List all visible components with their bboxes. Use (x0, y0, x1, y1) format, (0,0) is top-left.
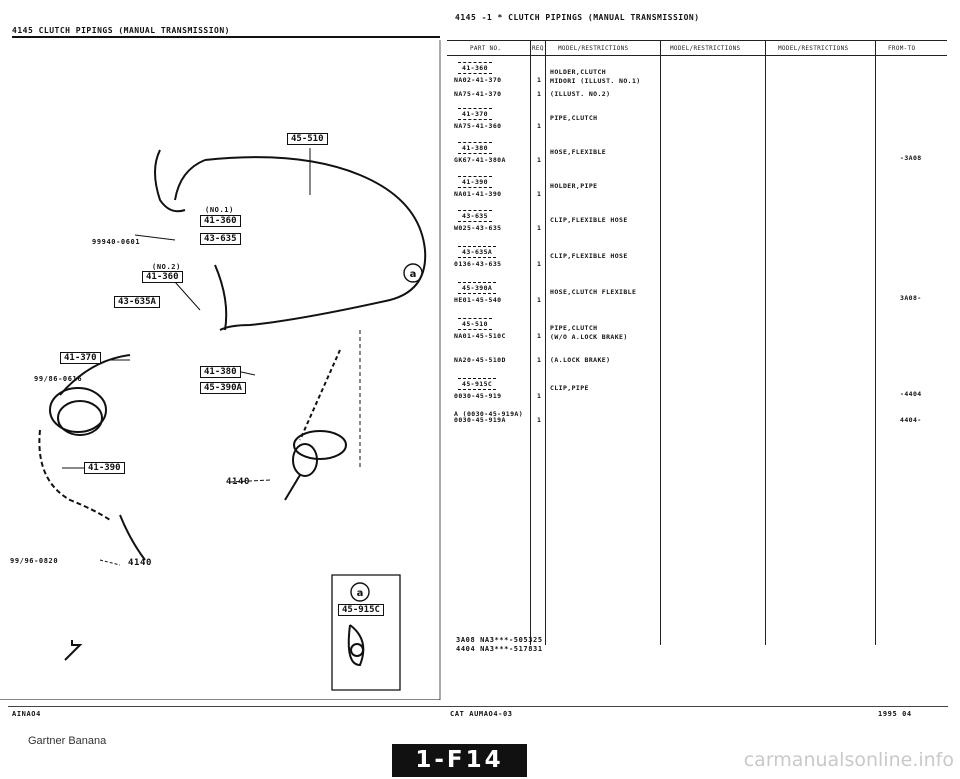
callout-41-370: 41-370 (60, 352, 101, 364)
col-header-part-no: PART NO. (470, 45, 502, 52)
callout-41-380: 41-380 (200, 366, 241, 378)
description: PIPE,CLUTCH (550, 324, 598, 332)
callout-43-635: 43-635 (200, 233, 241, 245)
part-number: NA02-41-370 (454, 76, 502, 84)
col-divider-3 (660, 40, 661, 645)
from-to: 4404- (900, 416, 922, 424)
col-divider-4 (765, 40, 766, 645)
callout-41-390: 41-390 (84, 462, 125, 474)
part-number: 0136-43-635 (454, 260, 502, 268)
part-number: 0030-45-919 (454, 392, 502, 400)
quantity: 1 (537, 156, 542, 164)
part-number: GK67-41-380A (454, 156, 506, 164)
footnote-4404: 4404 NA3***-517831 (456, 645, 543, 653)
from-to: -3A08 (900, 154, 922, 162)
watermark: carmanualsonline.info (743, 749, 954, 771)
description: (ILLUST. NO.2) (550, 90, 611, 98)
marker-a-2: a (357, 588, 364, 599)
quantity: 1 (537, 224, 542, 232)
ref-number-box: 41-360 (458, 62, 492, 74)
col-divider-5 (875, 40, 876, 645)
part-number: A (0030-45-919A) (454, 410, 524, 418)
description-sub: MIDORI (ILLUST. NO.1) (550, 77, 641, 85)
ref-number-box: 45-390A (458, 282, 497, 294)
quantity: 1 (537, 356, 542, 364)
from-to: -4404 (900, 390, 922, 398)
part-number: NA75-41-360 (454, 122, 502, 130)
col-divider-1 (530, 40, 531, 645)
quantity: 1 (537, 296, 542, 304)
credit-text: Gartner Banana (28, 735, 107, 747)
col-divider-2 (545, 40, 546, 645)
table-top-rule (447, 40, 947, 41)
from-to: 3A08- (900, 294, 922, 302)
col-header-model-1: MODEL/RESTRICTIONS (558, 45, 629, 52)
part-label-99940: 99940-0601 (92, 238, 141, 246)
ref-4140-a: 4140 (226, 477, 251, 487)
quantity: 1 (537, 332, 542, 340)
description: CLIP,FLEXIBLE HOSE (550, 252, 628, 260)
description: HOLDER,PIPE (550, 182, 598, 190)
description-sub: (W/O A.LOCK BRAKE) (550, 333, 628, 341)
callout-45-390a: 45-390A (200, 382, 246, 394)
description: HOSE,CLUTCH FLEXIBLE (550, 288, 637, 296)
description: HOSE,FLEXIBLE (550, 148, 607, 156)
footnote-3a08: 3A08 NA3***-505325 (456, 636, 543, 644)
part-label-9986: 99/86-0616 (34, 375, 83, 383)
clutch-piping-diagram: a a (0, 40, 441, 700)
footer-rule (8, 706, 948, 707)
part-number: NA01-45-510C (454, 332, 506, 340)
callout-41-360: 41-360 (200, 215, 241, 227)
part-number: HE01-45-540 (454, 296, 502, 304)
callout-43-635a: 43-635A (114, 296, 160, 308)
quantity: 1 (537, 190, 542, 198)
ref-4140-b: 4140 (128, 558, 153, 568)
col-header-from-to: FROM-TO (888, 45, 916, 52)
description: (A.LOCK BRAKE) (550, 356, 611, 364)
quantity: 1 (537, 122, 542, 130)
ref-number-box: 41-380 (458, 142, 492, 154)
part-label-9996: 99/96-0820 (10, 557, 59, 565)
page-header-left: 4145 CLUTCH PIPINGS (MANUAL TRANSMISSION… (12, 26, 230, 35)
note-no2: (NO.2) (152, 263, 181, 271)
ref-number-box: 41-370 (458, 108, 492, 120)
col-header-req: REQ (532, 45, 544, 52)
ref-number-box: 41-390 (458, 176, 492, 188)
part-number: 0030-45-919A (454, 416, 506, 424)
quantity: 1 (537, 76, 542, 84)
part-number: NA01-41-390 (454, 190, 502, 198)
description: CLIP,FLEXIBLE HOSE (550, 216, 628, 224)
page-number: 1-F14 (392, 744, 527, 777)
quantity: 1 (537, 90, 542, 98)
quantity: 1 (537, 416, 542, 424)
marker-a-1: a (410, 269, 417, 280)
header-rule (12, 36, 440, 38)
footer-right: 1995 04 (878, 710, 912, 718)
part-number: NA75-41-370 (454, 90, 502, 98)
description: HOLDER,CLUTCH (550, 68, 607, 76)
callout-41-360-b: 41-360 (142, 271, 183, 283)
ref-number-box: 45-510 (458, 318, 492, 330)
page-header-center: 4145 -1 * CLUTCH PIPINGS (MANUAL TRANSMI… (455, 13, 700, 22)
quantity: 1 (537, 392, 542, 400)
note-no1: (NO.1) (205, 206, 234, 214)
ref-number-box: 45-915C (458, 378, 497, 390)
col-header-model-2: MODEL/RESTRICTIONS (670, 45, 741, 52)
part-number: W025-43-635 (454, 224, 502, 232)
clutch-pipe-line (204, 156, 427, 331)
footer-left: AINAO4 (12, 710, 41, 718)
ref-number-box: 43-635 (458, 210, 492, 222)
description: PIPE,CLUTCH (550, 114, 598, 122)
table-header-rule (447, 55, 947, 56)
callout-45-510: 45-510 (287, 133, 328, 145)
part-number: NA20-45-510D (454, 356, 506, 364)
col-header-model-3: MODEL/RESTRICTIONS (778, 45, 849, 52)
quantity: 1 (537, 260, 542, 268)
description: CLIP,PIPE (550, 384, 589, 392)
ref-number-box: 43-635A (458, 246, 497, 258)
footer-center: CAT AUMAO4-03 (450, 710, 513, 718)
callout-45-915c: 45-915C (338, 604, 384, 616)
